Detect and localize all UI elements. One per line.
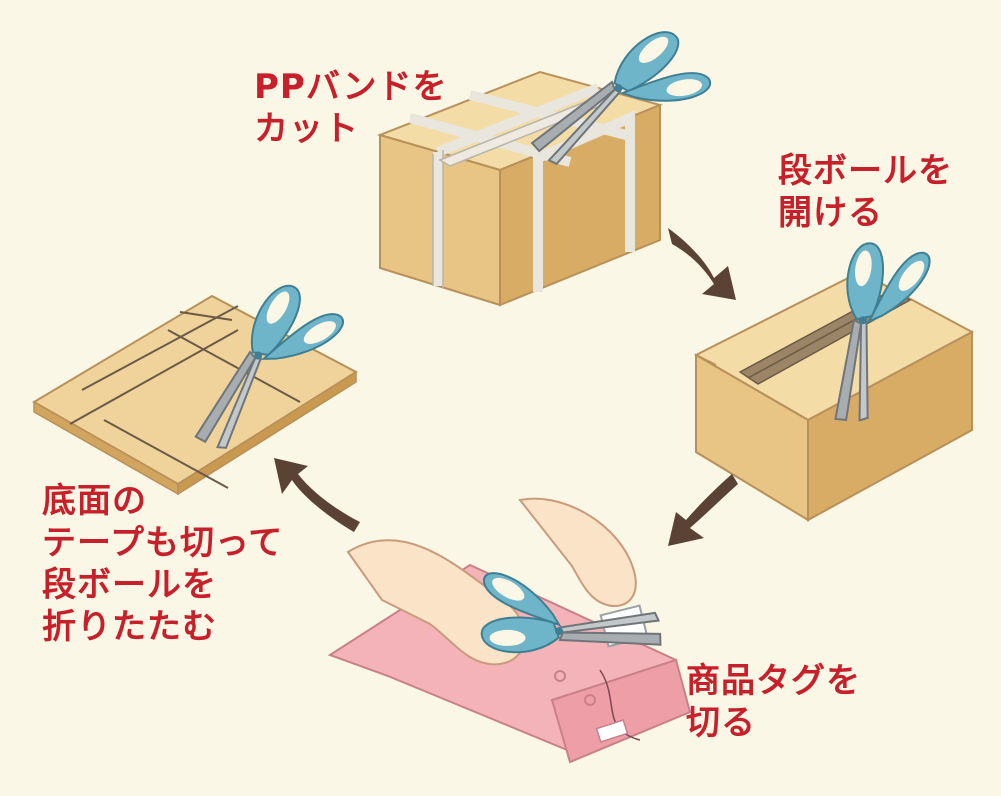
step-label-cut-tag: 商品タグを 切る [686, 660, 861, 744]
step-label-line: 開ける [778, 193, 883, 233]
step-label-line: 底面の [42, 481, 147, 521]
step-label-line: PPバンドを [254, 67, 448, 107]
step-label-line: カット [254, 109, 359, 149]
step-label-open-box: 段ボールを 開ける [778, 150, 953, 234]
cycle-arrow-icon [274, 228, 738, 546]
step-label-line: 商品タグを [686, 661, 861, 701]
banded-box [376, 20, 720, 307]
step-label-line: 段ボールを [42, 565, 217, 605]
tape-sealed-box [693, 223, 975, 522]
product-bag [327, 497, 692, 764]
step-label-cut-pp-band: PPバンドを カット [254, 66, 448, 150]
step-label-line: 切る [686, 703, 756, 743]
step-label-line: 段ボールを [778, 151, 953, 191]
step-label-fold-box: 底面の テープも切って 段ボールを 折りたたむ [42, 480, 283, 648]
step-label-line: テープも切って [42, 523, 284, 563]
folded-box [32, 268, 359, 496]
step-label-line: 折りたたむ [42, 607, 217, 647]
